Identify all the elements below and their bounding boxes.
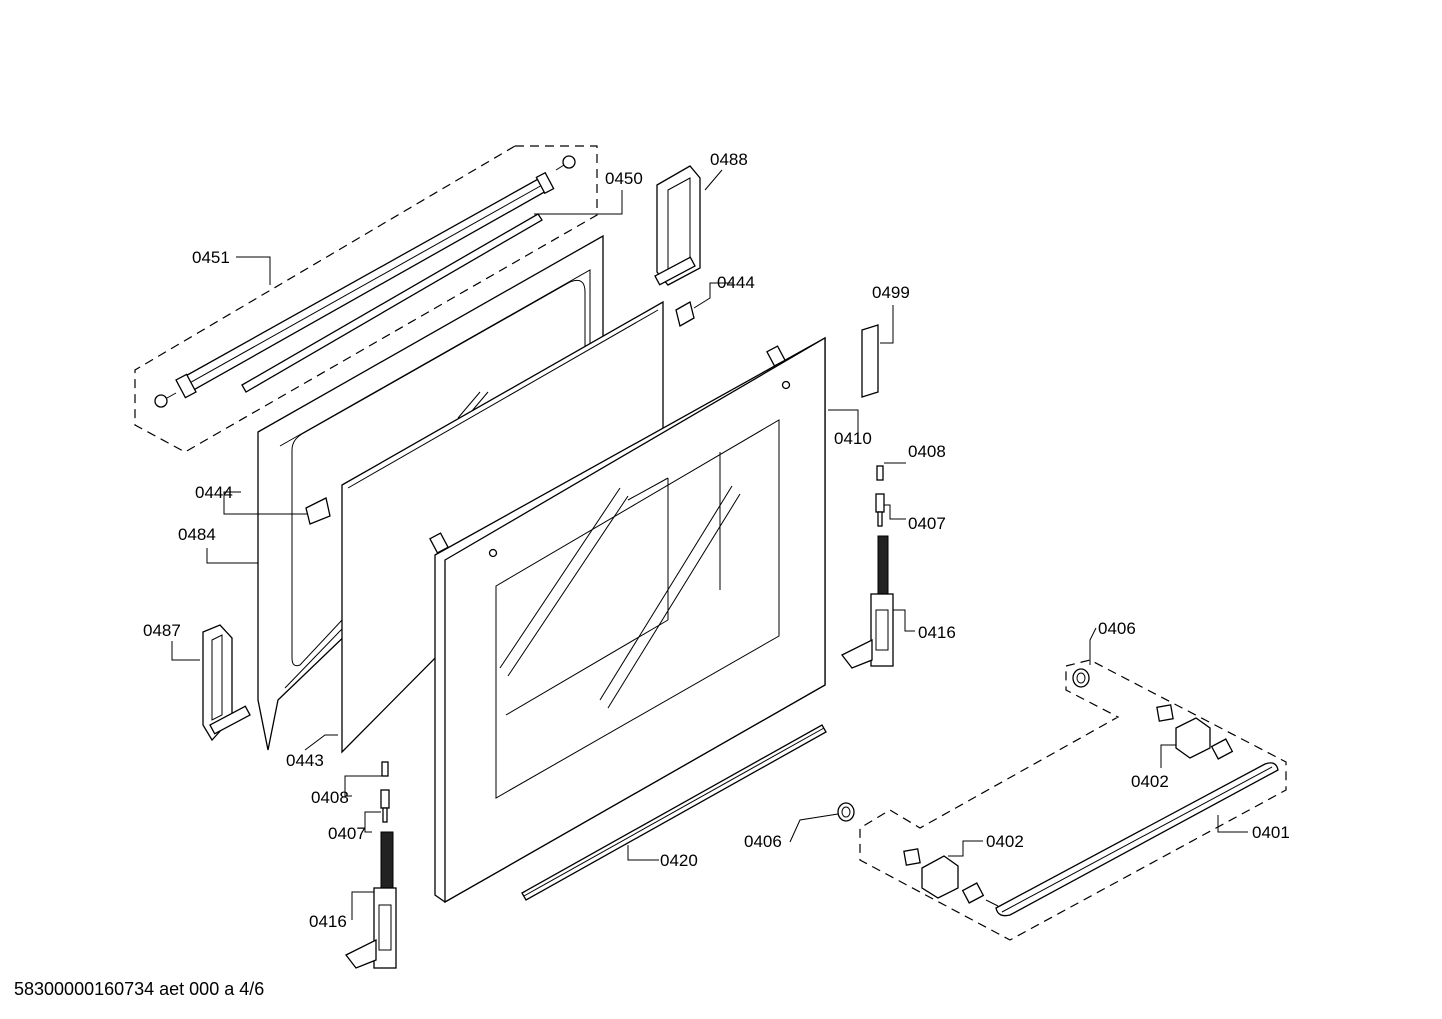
label-0451: 0451 (192, 248, 230, 267)
label-0402-lower: 0402 (986, 832, 1024, 851)
end-cap-icon-lower (837, 802, 855, 822)
label-0402-upper: 0402 (1131, 772, 1169, 791)
label-0450: 0450 (605, 169, 643, 188)
label-0499: 0499 (872, 283, 910, 302)
label-0444-middle: 0444 (195, 483, 233, 502)
insulation-pad (861, 324, 879, 398)
hinge-right (841, 465, 894, 669)
bottom-seal-strip (521, 724, 827, 901)
part-labels: 0451 0450 0488 0444 0499 0410 0408 0407 … (143, 150, 1290, 931)
top-trim-group (134, 145, 598, 453)
side-profile-right (654, 165, 701, 286)
handle-group (837, 659, 1287, 941)
end-cap-icon-upper (1072, 668, 1090, 688)
label-0406-lower: 0406 (744, 832, 782, 851)
label-0487: 0487 (143, 621, 181, 640)
screw-icon-bottom (154, 392, 177, 408)
label-0407-left: 0407 (328, 824, 366, 843)
outer-door (429, 336, 826, 904)
label-0416-left: 0416 (309, 912, 347, 931)
label-0401: 0401 (1252, 823, 1290, 842)
label-0406-upper: 0406 (1098, 619, 1136, 638)
label-0420: 0420 (660, 851, 698, 870)
hinge-left (345, 761, 397, 969)
leader-lines (171, 169, 1248, 920)
clip-icon-upper (675, 301, 695, 327)
label-0443: 0443 (286, 751, 324, 770)
label-0410: 0410 (834, 429, 872, 448)
clip-icon-middle (305, 497, 331, 525)
label-0484: 0484 (178, 525, 216, 544)
label-0407-right: 0407 (908, 514, 946, 533)
label-0408-right: 0408 (908, 442, 946, 461)
label-0488: 0488 (710, 150, 748, 169)
label-0444-upper: 0444 (717, 273, 755, 292)
side-profile-left (202, 624, 251, 742)
screw-icon-top (555, 155, 576, 171)
label-0416-right: 0416 (918, 623, 956, 642)
label-0408-left: 0408 (311, 788, 349, 807)
drawing-reference-number: 58300000160734 aet 000 a 4/6 (14, 979, 265, 999)
